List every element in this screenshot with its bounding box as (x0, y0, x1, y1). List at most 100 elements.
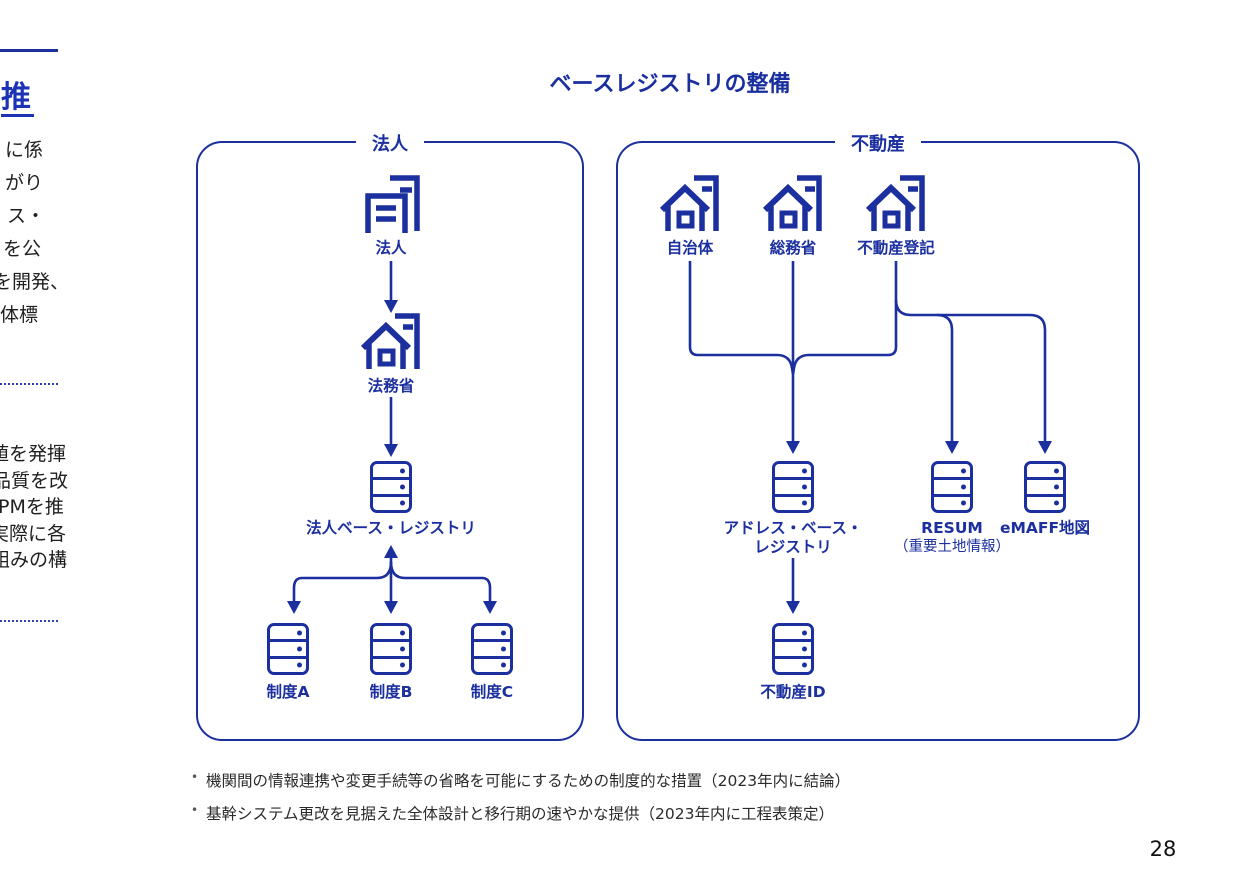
server-led (297, 662, 302, 668)
note-bullet: 基幹システム更改を見据えた全体設計と移行期の速やかな提供（2023年内に工程表策… (189, 802, 949, 824)
sidebar-text-line: ス・ (7, 205, 46, 227)
server-icon (267, 623, 309, 675)
server-led (961, 468, 966, 474)
house-icon (762, 175, 822, 231)
node-label-estate-id: 不動産ID (760, 683, 826, 701)
group-corporation: 法人 (196, 130, 584, 741)
node-label-estate-registration: 不動産登記 (857, 239, 935, 257)
server-led (501, 662, 506, 668)
sidebar-paragraph-2: 値を発揮 品質を改 PMを推 実際に各 組みの構 (0, 441, 68, 574)
node-label-address-registry: アドレス・ベース・ レジストリ (723, 519, 863, 556)
sidebar-text-line: 体標 (0, 304, 39, 326)
server-slot (1027, 497, 1063, 510)
sidebar-text-line: 値を発揮 (0, 443, 67, 465)
server-slot (775, 626, 811, 643)
server-led (1054, 484, 1059, 490)
server-led (297, 630, 302, 636)
server-icon (471, 623, 513, 675)
server-led (501, 630, 506, 636)
sidebar-heading-text: 推 (1, 82, 34, 117)
server-icon (772, 461, 814, 513)
server-led (802, 646, 807, 652)
server-led (802, 500, 807, 506)
sidebar-heading-fragment: 推 (1, 82, 34, 117)
sidebar-text-line: を開発、 (0, 271, 70, 293)
server-slot (373, 497, 409, 510)
note-bullet: 機関間の情報連携や変更手続等の省略を可能にするための制度的な措置（2023年内に… (189, 769, 949, 791)
sidebar-paragraph-1: に係 がり ス・ を公 を開発、 体標 (0, 134, 69, 332)
server-slot (270, 626, 306, 643)
server-slot (373, 480, 409, 497)
server-slot (474, 659, 510, 672)
server-led (961, 500, 966, 506)
server-slot (270, 642, 306, 659)
notes-list: 機関間の情報連携や変更手続等の省略を可能にするための制度的な措置（2023年内に… (189, 769, 949, 835)
node-label-municipality: 自治体 (666, 239, 714, 257)
server-slot (373, 642, 409, 659)
sidebar-text-line: を公 (3, 238, 42, 260)
sidebar-top-rule (0, 49, 58, 52)
server-icon (931, 461, 973, 513)
server-led (802, 662, 807, 668)
node-label-corporation: 法人 (375, 239, 407, 257)
server-slot (1027, 464, 1063, 481)
node-label-emaff: eMAFF地図 (999, 519, 1091, 537)
server-slot (373, 626, 409, 643)
house-icon (360, 313, 420, 369)
server-slot (775, 464, 811, 481)
group-corporation-label: 法人 (356, 130, 424, 156)
server-icon (370, 623, 412, 675)
sidebar-text-line: 品質を改 (0, 469, 69, 492)
server-led (1054, 500, 1059, 506)
sidebar-text-line: に係 (5, 139, 44, 161)
server-slot (775, 497, 811, 510)
server-led (400, 646, 405, 652)
server-led (400, 484, 405, 490)
server-slot (934, 480, 970, 497)
left-sidebar-clipped: 推 に係 がり ス・ を公 を開発、 体標 値を発揮 品質を改 PMを推 実際に… (0, 0, 80, 870)
group-real-estate-label: 不動産 (835, 130, 921, 156)
node-label-resum: RESUM (921, 519, 983, 537)
sidebar-text-line: がり (5, 172, 44, 194)
node-label-system-a: 制度A (266, 683, 310, 701)
node-label-internal-affairs: 総務省 (769, 239, 817, 257)
node-label-corporate-registry: 法人ベース・レジストリ (306, 519, 476, 537)
page-title: ベースレジストリの整備 (549, 72, 791, 97)
group-real-estate: 不動産 (616, 130, 1140, 741)
sidebar-dotted-divider (0, 383, 58, 385)
server-slot (775, 659, 811, 672)
sidebar-dotted-divider (0, 620, 58, 622)
sidebar-text-line: 組みの構 (0, 549, 68, 571)
server-slot (270, 659, 306, 672)
server-slot (775, 642, 811, 659)
page-number: 28 (1149, 837, 1177, 861)
server-slot (373, 659, 409, 672)
house-icon (865, 175, 925, 231)
server-led (802, 630, 807, 636)
sidebar-text-line: 実際に各 (0, 522, 67, 545)
node-label-resum-sub: （重要土地情報） (894, 539, 1010, 555)
server-icon (772, 623, 814, 675)
server-led (1054, 468, 1059, 474)
server-icon (1024, 461, 1066, 513)
server-slot (1027, 480, 1063, 497)
server-led (802, 468, 807, 474)
node-label-ministry-justice: 法務省 (367, 377, 415, 395)
sidebar-text-line: PMを推 (0, 496, 64, 518)
server-led (400, 630, 405, 636)
server-led (297, 646, 302, 652)
server-slot (775, 480, 811, 497)
server-led (961, 484, 966, 490)
building-icon (365, 175, 420, 233)
server-led (400, 468, 405, 474)
server-slot (934, 497, 970, 510)
server-slot (474, 626, 510, 643)
node-label-system-b: 制度B (369, 683, 413, 701)
server-slot (474, 642, 510, 659)
server-icon (370, 461, 412, 513)
server-led (501, 646, 506, 652)
house-icon (659, 175, 719, 231)
node-label-system-c: 制度C (470, 683, 514, 701)
server-led (400, 662, 405, 668)
